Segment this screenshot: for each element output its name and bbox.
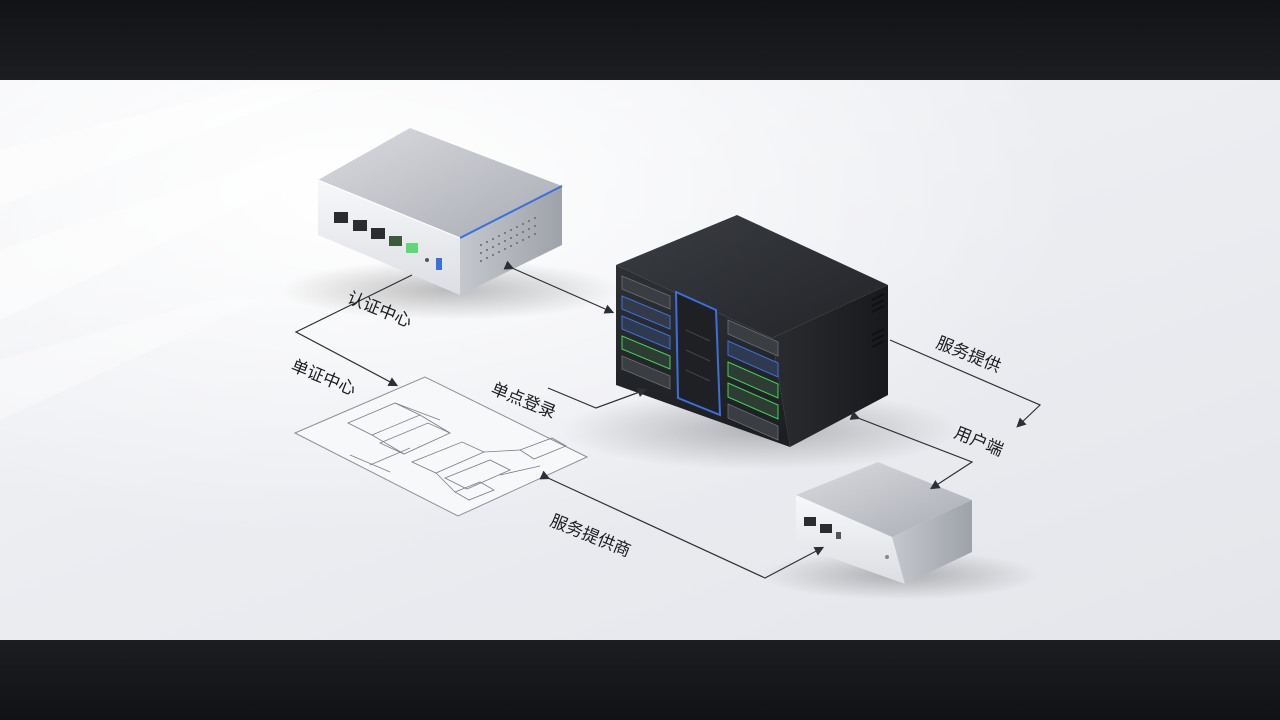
server-side (772, 285, 888, 447)
drive-bays-right (727, 319, 779, 441)
diagram-canvas: 认证中心 单证中心 单点登录 服务提供 用户端 服务提供商 (0, 80, 1280, 640)
server-rack (560, 215, 960, 470)
server-center-panel (674, 290, 722, 417)
flowchart-document (293, 376, 589, 517)
label-cert-center: 单证中心 (288, 356, 359, 400)
vent-grid (480, 217, 536, 262)
light-rays (0, 85, 360, 420)
client-device-side (892, 500, 972, 584)
diagram-svg: 认证中心 单证中心 单点登录 服务提供 用户端 服务提供商 (0, 85, 1042, 600)
drive-bays-left (621, 275, 671, 390)
client-device-top (796, 462, 972, 537)
label-service-provider: 服务提供商 (547, 511, 633, 561)
auth-device-top (318, 128, 562, 238)
label-client: 用户端 (951, 423, 1006, 461)
client-device (760, 462, 1040, 600)
auth-device-side (460, 186, 562, 295)
label-service-provide: 服务提供 (933, 333, 1004, 377)
connectors (294, 260, 1042, 579)
letterbox-bottom (0, 640, 1280, 720)
letterbox-top (0, 0, 1280, 80)
server-top (616, 215, 888, 338)
server-side-vents (871, 293, 885, 348)
ethernet-port-icon (334, 212, 442, 270)
client-port-icon (804, 517, 816, 526)
